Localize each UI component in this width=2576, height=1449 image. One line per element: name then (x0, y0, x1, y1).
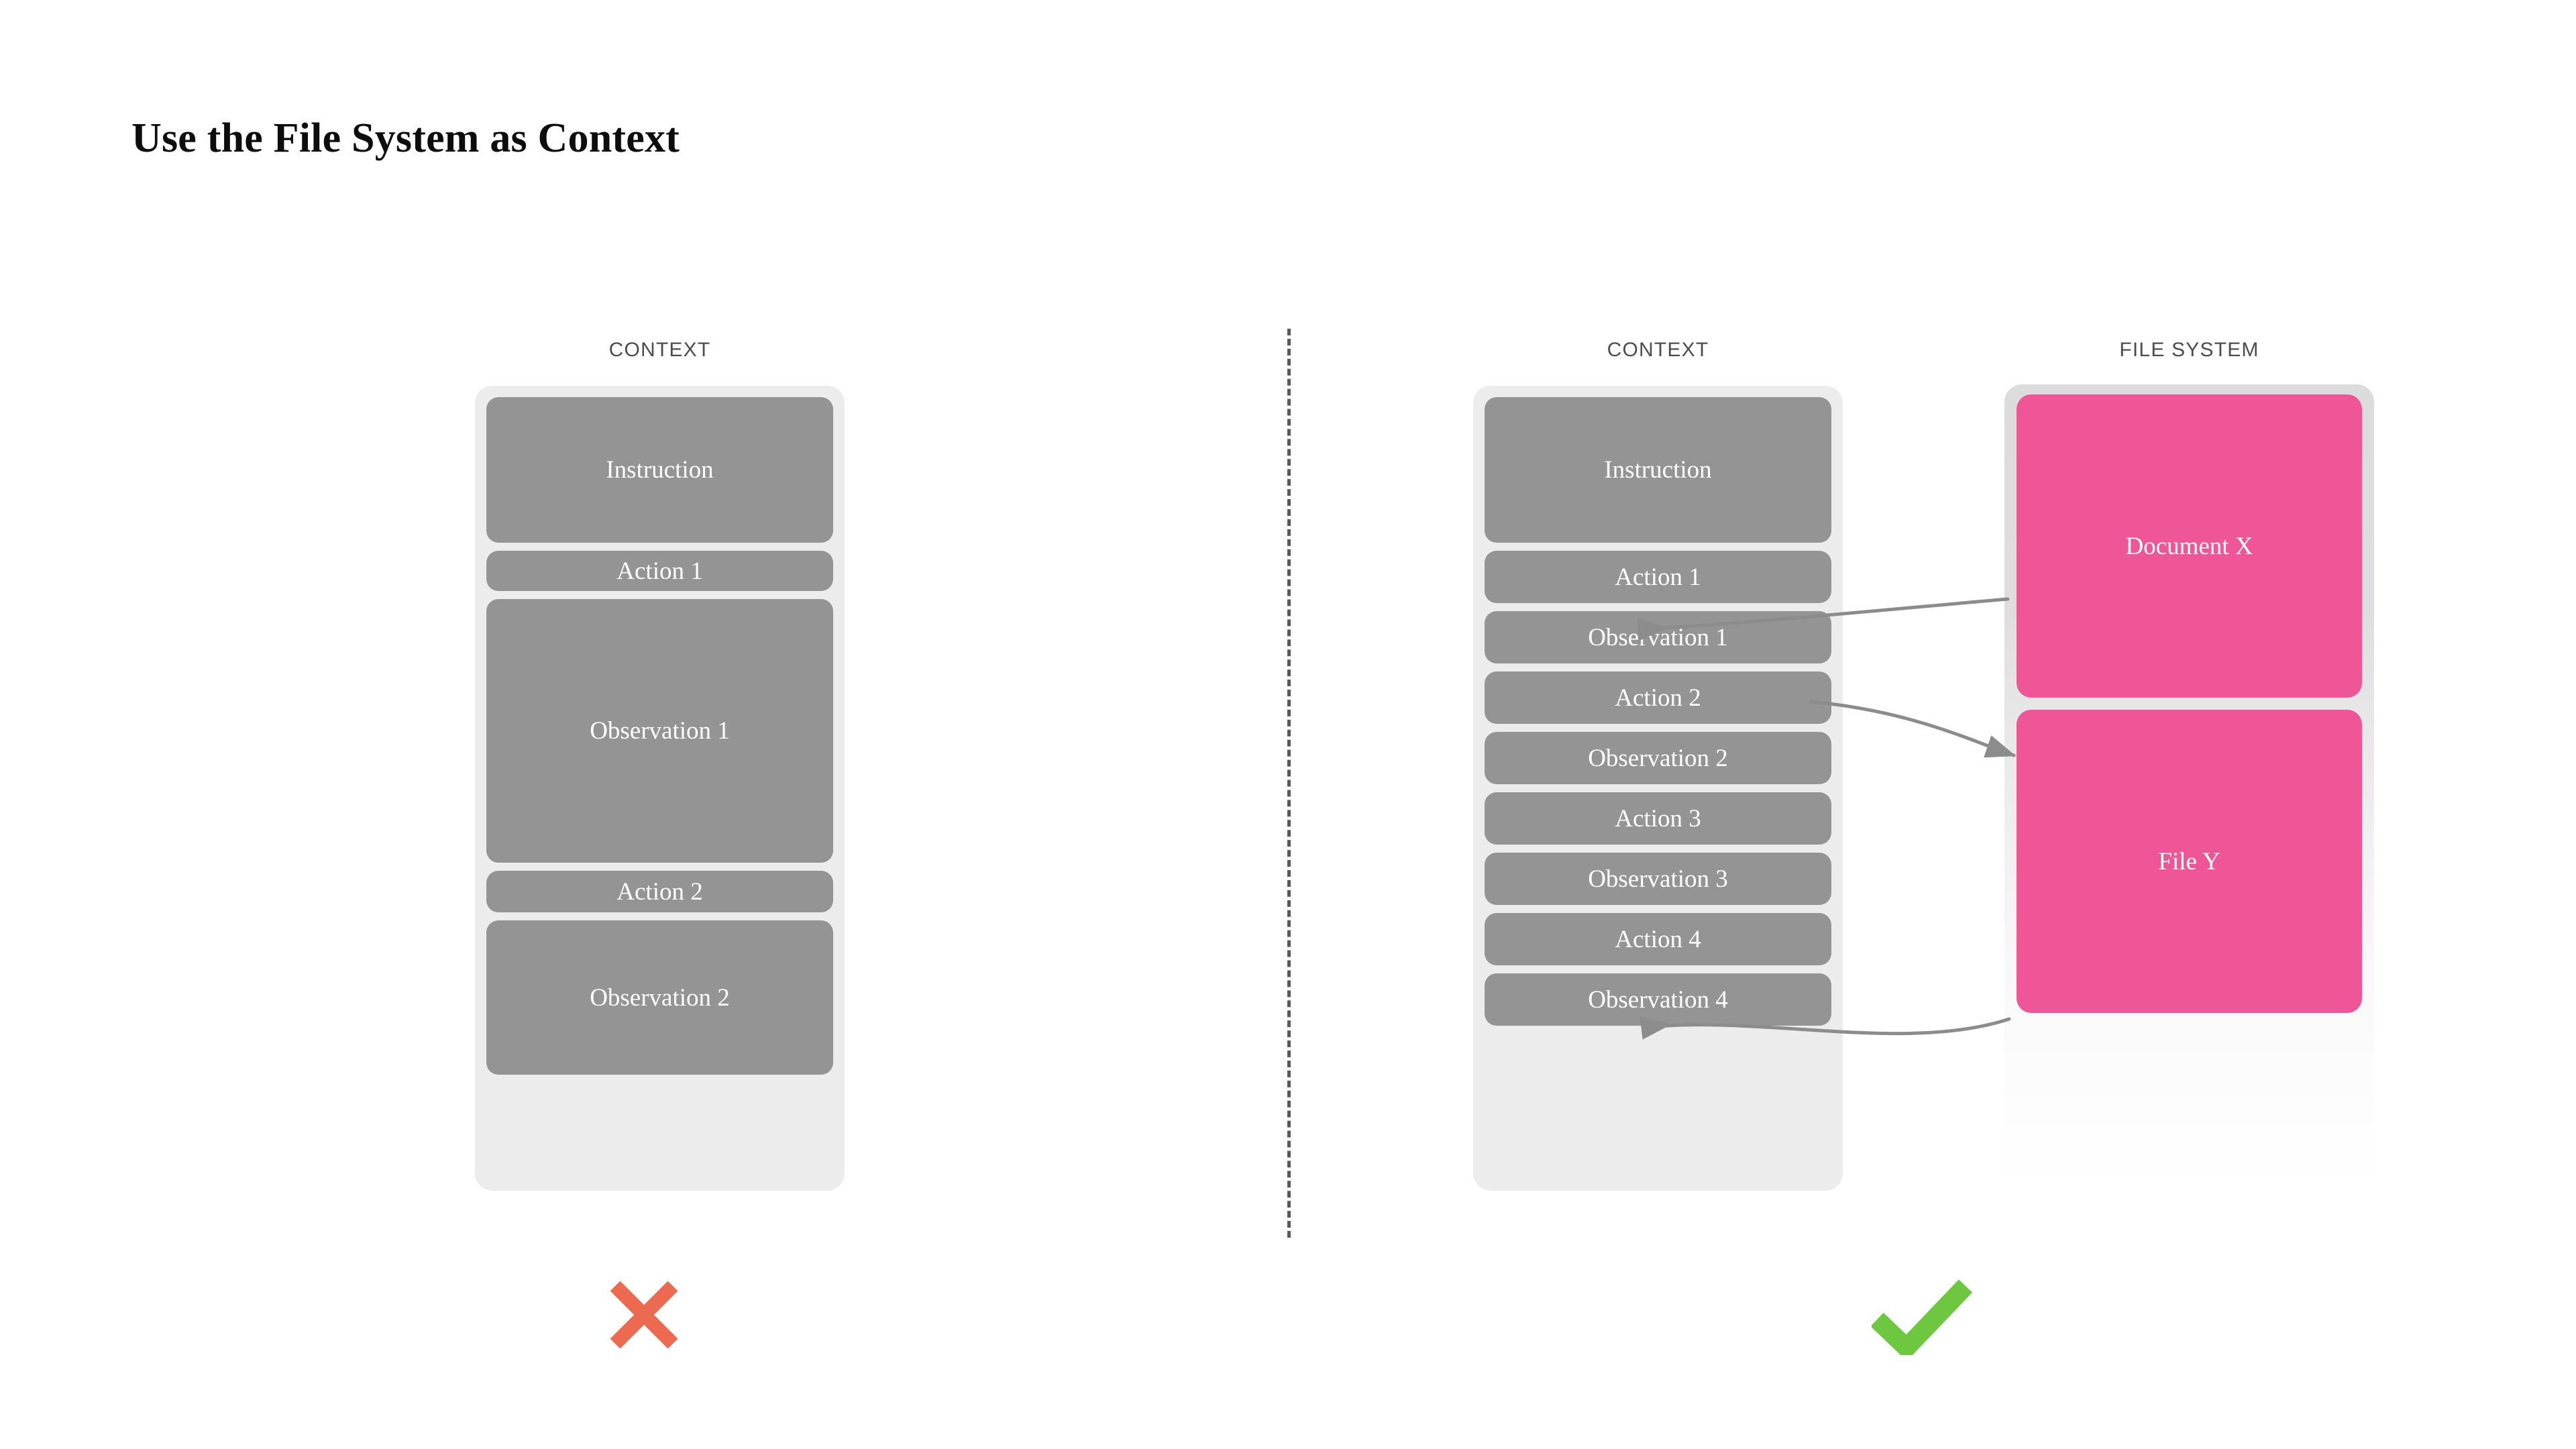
file-block-document-x[interactable]: Document X (2017, 394, 2362, 698)
context-block-action-3[interactable]: Action 3 (1485, 792, 1831, 845)
context-block-instruction[interactable]: Instruction (1485, 397, 1831, 543)
page-title: Use the File System as Context (131, 115, 680, 161)
context-block-action-1[interactable]: Action 1 (1485, 551, 1831, 603)
context-block-observation-2[interactable]: Observation 2 (1485, 732, 1831, 784)
context-block-observation-2[interactable]: Observation 2 (486, 920, 833, 1075)
right-context-header: CONTEXT (1607, 339, 1709, 361)
context-block-observation-4[interactable]: Observation 4 (1485, 973, 1831, 1026)
cross-icon (610, 1281, 678, 1349)
left-context-header: CONTEXT (608, 339, 711, 361)
file-block-file-y[interactable]: File Y (2017, 710, 2362, 1013)
vertical-dashed-divider (1287, 329, 1291, 1238)
file-system-header: FILE SYSTEM (2119, 339, 2259, 361)
context-block-observation-1[interactable]: Observation 1 (486, 599, 833, 863)
left-context-panel: Instruction Action 1 Observation 1 Actio… (475, 386, 845, 1191)
left-context-stack: Instruction Action 1 Observation 1 Actio… (486, 397, 833, 1179)
context-block-action-1[interactable]: Action 1 (486, 551, 833, 591)
context-block-observation-3[interactable]: Observation 3 (1485, 853, 1831, 905)
context-block-action-2[interactable]: Action 2 (1485, 672, 1831, 724)
right-verdict-mark (1870, 1278, 1973, 1361)
check-icon (1870, 1279, 1973, 1361)
file-system-stack: Document X File Y (2017, 394, 2362, 1182)
context-block-action-2[interactable]: Action 2 (486, 871, 833, 912)
right-context-stack: Instruction Action 1 Observation 1 Actio… (1485, 397, 1831, 1179)
context-block-observation-1[interactable]: Observation 1 (1485, 611, 1831, 663)
right-context-panel: Instruction Action 1 Observation 1 Actio… (1473, 386, 1843, 1191)
left-verdict-mark (607, 1278, 681, 1355)
file-system-panel: Document X File Y (2004, 384, 2374, 1192)
context-block-instruction[interactable]: Instruction (486, 397, 833, 543)
context-block-action-4[interactable]: Action 4 (1485, 913, 1831, 965)
